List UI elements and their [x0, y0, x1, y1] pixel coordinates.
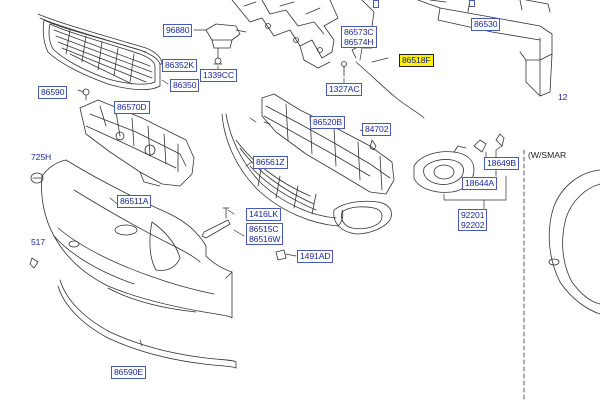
energy-absorber-86520b [261, 93, 395, 195]
part-label-1327ac: 1327AC [326, 83, 363, 96]
upper-bracket-assembly [231, 0, 339, 69]
part-label-86516w: 86516W [249, 234, 281, 244]
part-label-86350: 86350 [170, 79, 200, 92]
part-label-96880: 96880 [163, 24, 193, 37]
part-label-86520b: 86520B [310, 116, 346, 129]
part-label-86530: 86530 [471, 18, 501, 31]
lower-lip-86590e [57, 279, 237, 369]
bumper-support-86570d [79, 99, 195, 187]
emblem [114, 224, 138, 236]
fog-lamp-92201 [413, 145, 475, 193]
part-label-86352k: 86352K [162, 59, 198, 72]
part-label-92201: 92201 [461, 210, 485, 220]
part-label-86511a: 86511A [117, 195, 152, 208]
part-label-18649b: 18649B [484, 157, 520, 170]
part-label-86515c: 86515C [249, 224, 279, 234]
screw-1416lk [222, 207, 230, 219]
part-label-725h: 725H [31, 152, 52, 162]
part-label-86574h: 86574H [344, 37, 374, 47]
part-label-1491ad: 1491AD [297, 250, 334, 263]
part-label-86590: 86590 [38, 86, 68, 99]
side-molding-86515c [201, 219, 231, 239]
bumper-beam-86530 [417, 0, 553, 97]
fog-lamp-bezel [333, 200, 392, 235]
part-label-86571-clipped [373, 0, 379, 8]
part-label-1416lk: 1416LK [246, 208, 282, 221]
bumper-cover-86511a [41, 159, 233, 319]
part-label-18644a: 18644A [462, 177, 498, 190]
fastener-86590 [82, 88, 90, 101]
part-label-clipped-top [469, 0, 475, 7]
part-label-92202: 92202 [461, 220, 485, 230]
part-label-517: 517 [31, 237, 46, 247]
clip-725h [30, 172, 44, 184]
radiator-grille-86350 [42, 19, 161, 90]
clip-84702 [369, 139, 377, 151]
part-label-86518f: 86518F [399, 54, 434, 67]
grille-molding-86352k [37, 13, 163, 65]
part-label-84702: 84702 [362, 123, 392, 136]
leader-lines [77, 29, 507, 347]
screw-1339cc [213, 47, 223, 65]
clip-517 [29, 257, 39, 269]
bracket-96880 [205, 23, 247, 49]
part-label-86573c: 86573C [344, 27, 374, 37]
clip-1491ad [275, 249, 287, 261]
part-label-86590e: 86590E [111, 366, 147, 379]
part-label-92201-92202: 92201 92202 [458, 209, 488, 231]
lower-grille-86561z [221, 113, 344, 227]
bracket-86573c [361, 0, 375, 27]
bulb-18644a [495, 133, 505, 147]
part-label-86561z: 86561Z [253, 156, 288, 169]
bulb-18649b [473, 139, 487, 153]
part-label-12: 12 [558, 92, 568, 102]
part-label-86573c-86574h: 86573C 86574H [341, 26, 377, 48]
part-label-1339cc: 1339CC [200, 69, 237, 82]
part-label-86515c-86516w: 86515C 86516W [246, 223, 284, 245]
screw-1327ac [341, 61, 347, 77]
variant-caption: (W/SMAR [528, 150, 567, 160]
bumper-cover-variant [548, 169, 600, 315]
part-label-86570d: 86570D [114, 101, 150, 114]
